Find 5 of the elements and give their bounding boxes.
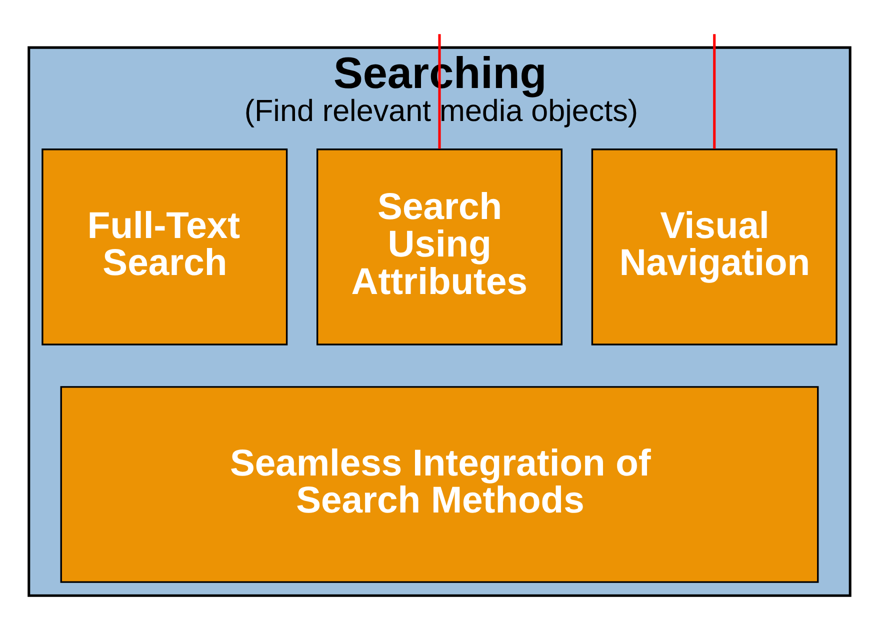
- node-box: Seamless Integration of Search Methods: [60, 386, 819, 583]
- node-box: Full-Text Search: [42, 148, 288, 346]
- node-box: Search Using Attributes: [316, 148, 563, 346]
- connector: [713, 34, 716, 149]
- node-box: Visual Navigation: [591, 148, 838, 346]
